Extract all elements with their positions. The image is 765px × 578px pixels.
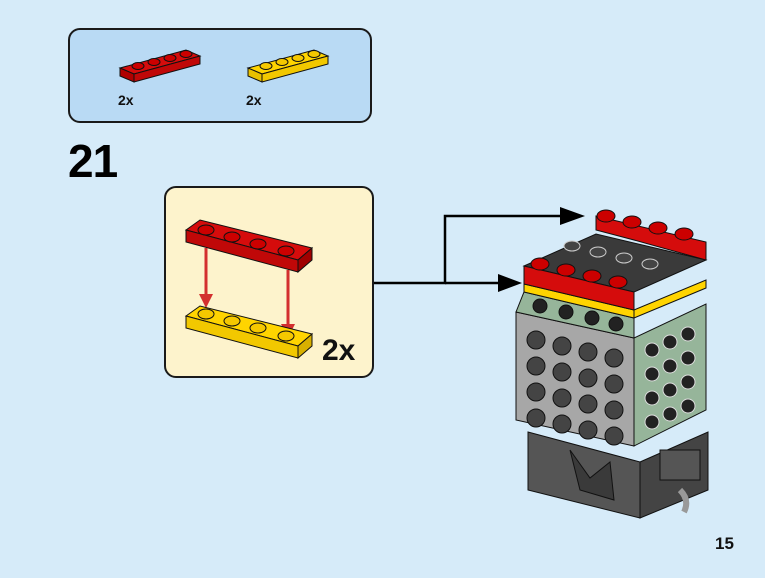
step-number: 21 (68, 135, 118, 187)
yellow-plate-1x4-icon (184, 305, 314, 360)
arrow-head-icon (560, 207, 585, 225)
yellow-plate-1x4-icon (246, 49, 330, 83)
red-plate-quantity: 2x (118, 92, 134, 108)
red-plate-1x4-icon (118, 49, 202, 83)
subassembly-quantity: 2x (322, 334, 356, 367)
subassembly-box: 2x (164, 186, 374, 378)
model-illustration (515, 209, 709, 519)
yellow-plate-quantity: 2x (246, 92, 262, 108)
page-number: 15 (715, 534, 734, 553)
subassembly-illustration (184, 219, 314, 360)
red-plate-1x4-icon (184, 219, 314, 274)
arrow-head-icon (498, 274, 522, 292)
parts-list-box: 2x 2x (68, 28, 372, 123)
